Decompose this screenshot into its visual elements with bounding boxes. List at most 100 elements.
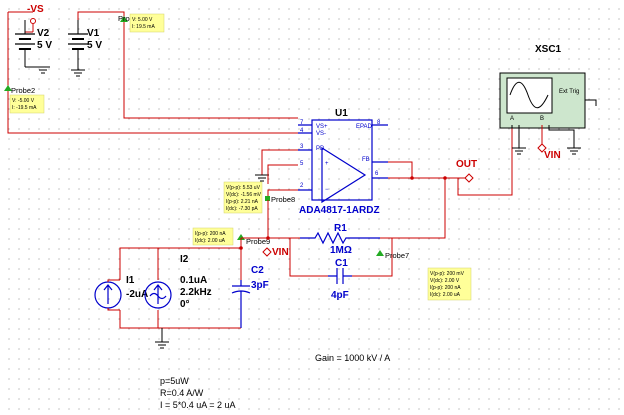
ac-sine-icon	[149, 292, 167, 300]
out-net[interactable]: OUT	[456, 125, 513, 196]
scope-screen	[506, 77, 553, 114]
probe2-arrow	[4, 85, 12, 91]
vin-probe9-net[interactable]: VIN	[262, 247, 289, 258]
probe7-arrow	[376, 250, 384, 256]
probe1-arrow	[120, 16, 128, 22]
r1-value: 1MΩ	[330, 245, 352, 256]
current-source-ac[interactable]: 0.1uA 2.2kHz 0°	[144, 275, 212, 310]
pin-minus-label: −	[325, 187, 329, 193]
probe7-name: Probe7	[385, 251, 409, 260]
probe1[interactable]: Probe1 V: 5.00 V I: 19.5 mA	[118, 13, 165, 33]
probe8[interactable]: V(p-p): 5.53 uV V(dc): -1.56 mV I(p-p): …	[223, 181, 295, 214]
pin-plus-label: +	[325, 161, 329, 167]
capacitor-c2[interactable]: C2 3pF	[231, 265, 269, 328]
opamp-wiring	[255, 149, 465, 239]
pin-3-number: 3	[300, 144, 304, 150]
probe8-line-3: I(p-p): 2.21 nA	[226, 199, 259, 205]
probe8-name: Probe8	[271, 195, 295, 204]
opamp-u1[interactable]: U1 ADA4817-1ARDZ VS+ VS- PD EPAD FB + − …	[298, 108, 388, 216]
battery-v1[interactable]: V1 5 V	[68, 20, 102, 70]
probe8-readout	[223, 181, 263, 214]
probe7-line-2: V(dc): 2.00 V	[430, 278, 460, 284]
vin-label: VIN	[272, 247, 289, 258]
ac-source-arrow-icon	[153, 284, 163, 304]
pin-epad-label: EPAD	[356, 124, 373, 130]
ground-v1	[71, 69, 85, 77]
vs-pos-wire	[77, 11, 298, 119]
ground-v2	[25, 66, 50, 74]
pin-fb-label: FB	[362, 157, 370, 163]
resistor-r1[interactable]: R1 1MΩ	[300, 223, 380, 256]
gain-note: Gain = 1000 kV / A	[315, 353, 390, 363]
v1-value: 5 V	[87, 40, 102, 51]
i1-arrow-icon	[103, 284, 113, 304]
probe7-readout	[427, 267, 472, 301]
probe2-name: Probe2	[11, 86, 35, 95]
current-source-block: I2	[119, 248, 241, 349]
capacitor-c1[interactable]: C1 4pF	[328, 258, 352, 301]
i2-ref: I2	[180, 254, 189, 265]
probe9-line-2: I(dc): 2.00 uA	[195, 238, 226, 244]
power-note: p=5uW	[160, 376, 189, 386]
probe9-line-1: I(p-p): 200 nA	[195, 231, 226, 237]
vin-connector	[262, 247, 272, 257]
ac-source-circle	[144, 281, 172, 309]
opamp-ref: U1	[335, 108, 348, 119]
r1-ref: R1	[334, 223, 347, 234]
probe2[interactable]: Probe2 V: -5.00 V I: -19.5 mA	[4, 85, 45, 114]
pin-8-number: 8	[377, 120, 381, 126]
c2-plates	[231, 280, 251, 328]
probe7-line-3: I(p-p): 200 nA	[430, 285, 461, 291]
c1-ref: C1	[335, 258, 348, 269]
responsivity-note: R=0.4 A/W	[160, 388, 204, 398]
pin-6-number: 6	[375, 171, 379, 177]
probe2-line-2: I: -19.5 mA	[12, 105, 37, 111]
oscilloscope-xsc1[interactable]: XSC1 Ext Trig A B VIN	[499, 44, 597, 161]
probe9[interactable]: I(p-p): 200 nA I(dc): 2.00 uA Probe9	[192, 227, 270, 246]
r1-zigzag	[300, 231, 380, 245]
probe2-line-1: V: -5.00 V	[12, 98, 35, 104]
annotations: Gain = 1000 kV / A p=5uW R=0.4 A/W I = 5…	[160, 353, 390, 410]
probe1-line-1: V: 5.00 V	[132, 17, 153, 23]
ac-amplitude: 0.1uA	[180, 275, 207, 286]
opamp-part: ADA4817-1ARDZ	[299, 205, 380, 216]
c2-ref: C2	[251, 265, 264, 276]
out-connector	[464, 173, 474, 183]
scope-vin-connector	[537, 143, 547, 153]
probe1-readout	[129, 13, 165, 33]
scope-ch-b-label: B	[540, 116, 544, 122]
v1-name: V1	[87, 28, 100, 39]
current-source-i1[interactable]: I1 -2uA	[94, 275, 148, 311]
c2-value: 3pF	[251, 280, 269, 291]
pin-7-number: 7	[300, 120, 304, 126]
pin-pd-label: PD	[316, 146, 325, 152]
probe9-name: Probe9	[246, 237, 270, 246]
probe7-line-1: V(p-p): 200 mV	[430, 271, 465, 277]
opamp-triangle	[321, 146, 367, 204]
probe1-line-2: I: 19.5 mA	[132, 24, 155, 30]
feedback-wiring	[119, 200, 393, 280]
opamp-body	[311, 119, 373, 201]
out-label: OUT	[456, 159, 477, 170]
scope-ref: XSC1	[535, 44, 562, 55]
scope-sine-trace	[509, 81, 549, 109]
current-note: I = 5*0.4 uA = 2 uA	[160, 400, 236, 410]
pin-vs-neg-label: VS-	[316, 131, 326, 137]
i1-value: -2uA	[126, 289, 148, 300]
probe8-line-2: V(dc): -1.56 mV	[226, 192, 262, 198]
scope-ext-trig: Ext Trig	[559, 89, 579, 95]
neg-vs-label: -VS	[27, 4, 44, 15]
c1-value: 4pF	[331, 290, 349, 301]
battery-v2[interactable]: V2 5 V	[15, 20, 52, 67]
pin-2-number: 2	[300, 183, 304, 189]
out-to-scope-wire	[457, 125, 513, 196]
i1-ref: I1	[126, 275, 135, 286]
opamp-pin-stubs	[298, 124, 388, 191]
neg-vs-terminal[interactable]	[30, 18, 36, 24]
supply-section: -VS V2 5 V V1 5 V	[7, 4, 298, 134]
probe8-line-4: I(dc): -7.30 pA	[226, 206, 258, 212]
probe7[interactable]: Probe7 V(p-p): 200 mV V(dc): 2.00 V I(p-…	[376, 250, 472, 301]
v2-name: V2	[37, 28, 50, 39]
probe8-marker	[265, 196, 270, 201]
